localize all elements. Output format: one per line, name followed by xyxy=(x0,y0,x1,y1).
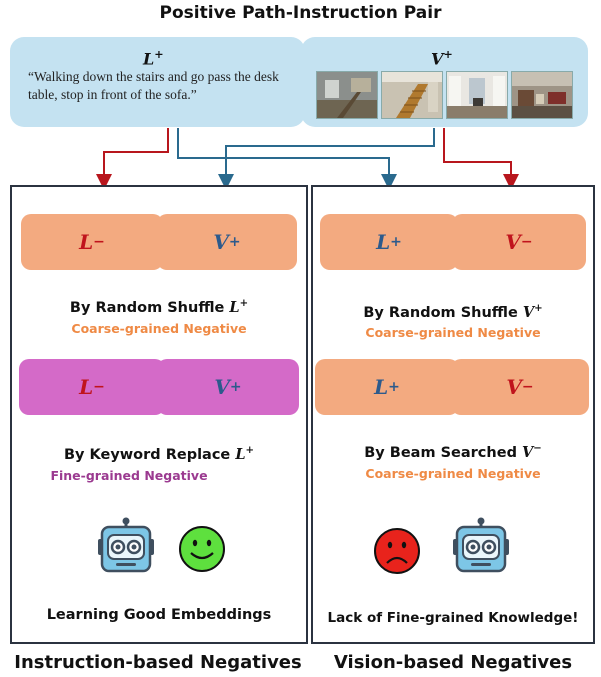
caption-learning-good-embeddings: Learning Good Embeddings xyxy=(46,607,272,623)
caption-random-shuffle-v: By Random Shuffle V+ xyxy=(363,302,543,321)
caption-keyword-replace-l: By Keyword Replace L+ xyxy=(63,444,255,463)
connector-arrows xyxy=(96,128,519,190)
robot-icon xyxy=(98,517,154,573)
instruction-negatives-panel: L− V+ By Random Shuffle L+ Coarse-graine… xyxy=(10,185,308,644)
pair-left-l-minus: L− xyxy=(21,214,163,270)
pair-right-v-minus: V− xyxy=(452,214,586,270)
pair-left-l-minus-fine: L− xyxy=(19,359,165,415)
caption-lack-of-knowledge: Lack of Fine-grained Knowledge! xyxy=(327,610,579,626)
positive-v-label: V+ xyxy=(431,47,453,69)
sad-face-icon xyxy=(374,528,420,574)
positive-pair: L+ “Walking down the stairs and go pass … xyxy=(10,37,588,127)
pair-shuffled-instruction: L− V+ xyxy=(21,214,297,270)
pair-right-l-plus-beam: L+ xyxy=(315,359,459,415)
arrow-instruction-to-right-panel xyxy=(177,128,397,190)
label-coarse-grained-negative: Coarse-grained Negative xyxy=(71,321,247,336)
positive-vision-box: V+ xyxy=(301,37,588,127)
pair-beam-searched-vision: L+ V− xyxy=(315,359,589,415)
thumbnail-wooden-stairs xyxy=(381,71,443,119)
pair-right-l-plus: L+ xyxy=(320,214,458,270)
label-coarse-grained-negative-2: Coarse-grained Negative xyxy=(365,466,541,481)
pair-left-v-plus-fine: V+ xyxy=(157,359,299,415)
diagram-title: Positive Path-Instruction Pair xyxy=(159,3,442,23)
caption-beam-searched-v: By Beam Searched V− xyxy=(364,442,542,461)
pair-left-v-plus: V+ xyxy=(157,214,297,270)
label-fine-grained-negative: Fine-grained Negative xyxy=(50,468,208,483)
label-coarse-grained-negative-1: Coarse-grained Negative xyxy=(365,325,541,340)
arrow-instruction-to-left-negative xyxy=(96,128,169,190)
caption-random-shuffle-l: By Random Shuffle L+ xyxy=(69,297,249,316)
thumbnail-hallway-room xyxy=(446,71,508,119)
vision-negatives-panel: L+ V− By Random Shuffle V+ Coarse-graine… xyxy=(311,185,595,644)
arrow-vision-to-left-panel xyxy=(218,128,435,190)
footer-instruction-based-negatives: Instruction-based Negatives xyxy=(14,652,302,673)
footer-vision-based-negatives: Vision-based Negatives xyxy=(333,652,573,673)
positive-instruction-box: L+ “Walking down the stairs and go pass … xyxy=(10,37,305,127)
thumbnail-stairs-room xyxy=(316,71,378,119)
pair-shuffled-vision: L+ V− xyxy=(320,214,586,270)
positive-l-label: L+ xyxy=(143,47,164,69)
robot-icon-right xyxy=(453,517,509,573)
arrow-vision-to-right-negative xyxy=(443,128,519,190)
thumbnail-living-room xyxy=(511,71,573,119)
positive-instruction-text: “Walking down the stairs and go pass the… xyxy=(28,69,279,102)
pair-right-v-minus-beam: V− xyxy=(451,359,589,415)
happy-face-icon xyxy=(179,526,225,572)
pair-keyword-replaced-instruction: L− V+ xyxy=(19,359,299,415)
